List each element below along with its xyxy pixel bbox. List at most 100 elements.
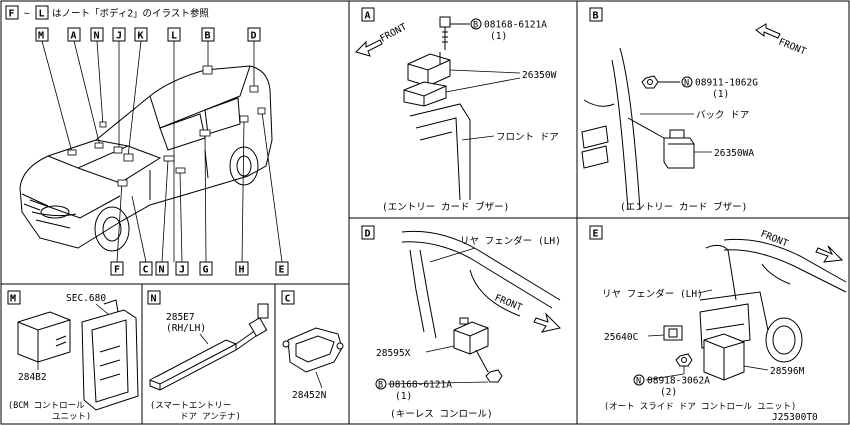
panel-e-tag: E xyxy=(593,229,599,240)
panel-m-caption-2: ユニット) xyxy=(52,412,91,422)
panel-b-nut-part: 08911-1062G xyxy=(695,78,758,89)
front-arrow-icon xyxy=(355,39,383,57)
overview-tag-h: H xyxy=(239,265,245,276)
panel-m-part-number: 284B2 xyxy=(18,372,47,383)
panel-e-part-b: 28596M xyxy=(770,366,805,377)
overview-tag-n: N xyxy=(94,31,100,42)
overview-tag-d: D xyxy=(251,31,257,42)
panel-e-front-label: FRONT xyxy=(759,229,790,250)
front-door-outline xyxy=(409,103,471,201)
vehicle-overview: M A N J K L B D F C N J G xyxy=(19,27,289,276)
bolt-icon xyxy=(439,16,451,50)
panel-b-nut-qty: (1) xyxy=(712,89,729,100)
sensor-part xyxy=(282,327,344,373)
overview-tag-g: G xyxy=(203,265,209,276)
overview-tag-j: J xyxy=(116,31,122,42)
header-note-text: はノート「ボディ2」のイラスト参照 xyxy=(52,8,209,20)
car-component-marks xyxy=(67,65,266,187)
panel-n: N 285E7 (RH/LH) (スマートエントリー ドア アンテナ) xyxy=(147,290,269,422)
overview-bottom-tags: F C N J G H E xyxy=(110,261,289,276)
entry-card-buzzer-b-part xyxy=(663,129,695,169)
panel-n-tag: N xyxy=(151,294,157,305)
overview-tag-j-lower: J xyxy=(179,265,185,276)
panel-a-bolt-qty: (1) xyxy=(490,31,507,42)
keyless-control-part xyxy=(453,317,489,355)
overview-tag-f: F xyxy=(114,265,120,276)
panel-c: C 28452N xyxy=(281,290,344,401)
overview-tag-k: K xyxy=(138,31,144,42)
panel-d-part-number: 28595X xyxy=(376,348,411,359)
panel-e-nut-qty: (2) xyxy=(660,387,677,398)
panel-d-tag: D xyxy=(365,229,371,240)
panel-m-caption-1: (BCM コントロール xyxy=(8,401,85,411)
panel-m: M SEC.680 284B2 (BCM コントロール ユニット) xyxy=(7,290,139,422)
panel-b-caption: (エントリー カード ブザー) xyxy=(620,201,747,213)
relay-part xyxy=(663,325,683,341)
panel-a-bolt-part: 08168-6121A xyxy=(484,20,547,31)
panel-c-part-number: 28452N xyxy=(292,390,327,401)
panel-m-sec-label: SEC.680 xyxy=(66,293,106,304)
header-note: F ~ L はノート「ボディ2」のイラスト参照 xyxy=(5,5,209,20)
panel-d-bolt-prefix: B xyxy=(378,381,383,391)
panel-a-tag: A xyxy=(365,11,371,22)
overview-tag-a: A xyxy=(71,31,77,42)
ref-to-tag: L xyxy=(39,9,45,20)
panel-e-part-a: 25640C xyxy=(604,332,638,343)
overview-tag-n-lower: N xyxy=(159,265,165,276)
auto-slide-door-control-unit xyxy=(703,333,745,381)
panel-e-nut-part: 08918-3062A xyxy=(647,376,710,387)
front-arrow-icon xyxy=(815,245,844,263)
panel-b-front-label: FRONT xyxy=(777,37,808,58)
panel-a-bolt-prefix: B xyxy=(473,21,478,31)
bcm-bracket-part xyxy=(81,299,139,411)
panel-d-bolt-qty: (1) xyxy=(395,391,412,402)
panel-d: D リヤ フェンダー (LH) FRONT 28595X B 08168-612… xyxy=(361,225,561,420)
panel-m-tag: M xyxy=(10,294,16,305)
grommet-part xyxy=(765,317,803,363)
panel-n-caption-1: (スマートエントリー xyxy=(150,401,231,411)
panel-e-fender-label: リヤ フェンダー (LH) xyxy=(602,288,703,300)
panel-a-door-label: フロント ドア xyxy=(496,132,559,143)
panel-a: A FRONT B 08168-6121A (1) 26350W xyxy=(355,7,559,213)
bolt-icon xyxy=(475,349,503,383)
ref-tilde: ~ xyxy=(24,9,30,20)
panel-n-caption-2: ドア アンテナ) xyxy=(180,412,241,422)
panel-d-fender-label: リヤ フェンダー (LH) xyxy=(460,235,561,247)
rear-fender-outline xyxy=(401,230,561,339)
back-door-outline xyxy=(581,47,665,211)
panel-n-part-2: (RH/LH) xyxy=(166,323,206,334)
panel-e-nut-prefix: N xyxy=(636,377,641,387)
nut-icon xyxy=(675,353,693,367)
panel-b-tag: B xyxy=(593,11,599,22)
ref-from-tag: F xyxy=(9,9,15,20)
car-wheels xyxy=(94,146,259,252)
panel-d-caption: (キーレス コンロール) xyxy=(390,409,493,420)
panel-a-caption: (エントリー カード ブザー) xyxy=(382,201,509,213)
car-outline xyxy=(19,65,273,249)
panel-n-part-1: 285E7 xyxy=(166,312,195,323)
overview-tag-e: E xyxy=(279,265,285,276)
smart-entry-door-antenna-part xyxy=(149,303,269,391)
entry-card-buzzer-part xyxy=(403,52,451,107)
nut-icon xyxy=(641,75,659,89)
panel-e-caption: (オート スライド ドア コントロール ユニット) xyxy=(604,402,796,412)
panel-c-tag: C xyxy=(285,294,291,305)
overview-tag-m: M xyxy=(38,31,44,42)
diagram-code: J25300T0 xyxy=(772,412,818,423)
panel-b-nut-prefix: N xyxy=(684,79,689,89)
overview-tag-c: C xyxy=(143,265,149,276)
overview-tag-l: L xyxy=(171,31,177,42)
front-arrow-icon xyxy=(533,312,561,333)
panel-b: B FRONT N 08911-1062G (1) バック ドア xyxy=(581,7,808,213)
overview-leader-lines xyxy=(41,40,283,263)
panel-b-door-label: バック ドア xyxy=(696,110,749,121)
panel-e: E FRONT リヤ フェンダー (LH) 25640C xyxy=(589,225,847,412)
panel-a-front-label: FRONT xyxy=(378,21,409,44)
panel-b-part-number: 26350WA xyxy=(714,148,754,159)
overview-top-tags: M A N J K L B D xyxy=(35,27,261,42)
panel-a-part-number: 26350W xyxy=(522,70,557,81)
panel-d-bolt-part: 08168-6121A xyxy=(389,380,452,391)
bcm-control-unit-part xyxy=(17,311,71,363)
